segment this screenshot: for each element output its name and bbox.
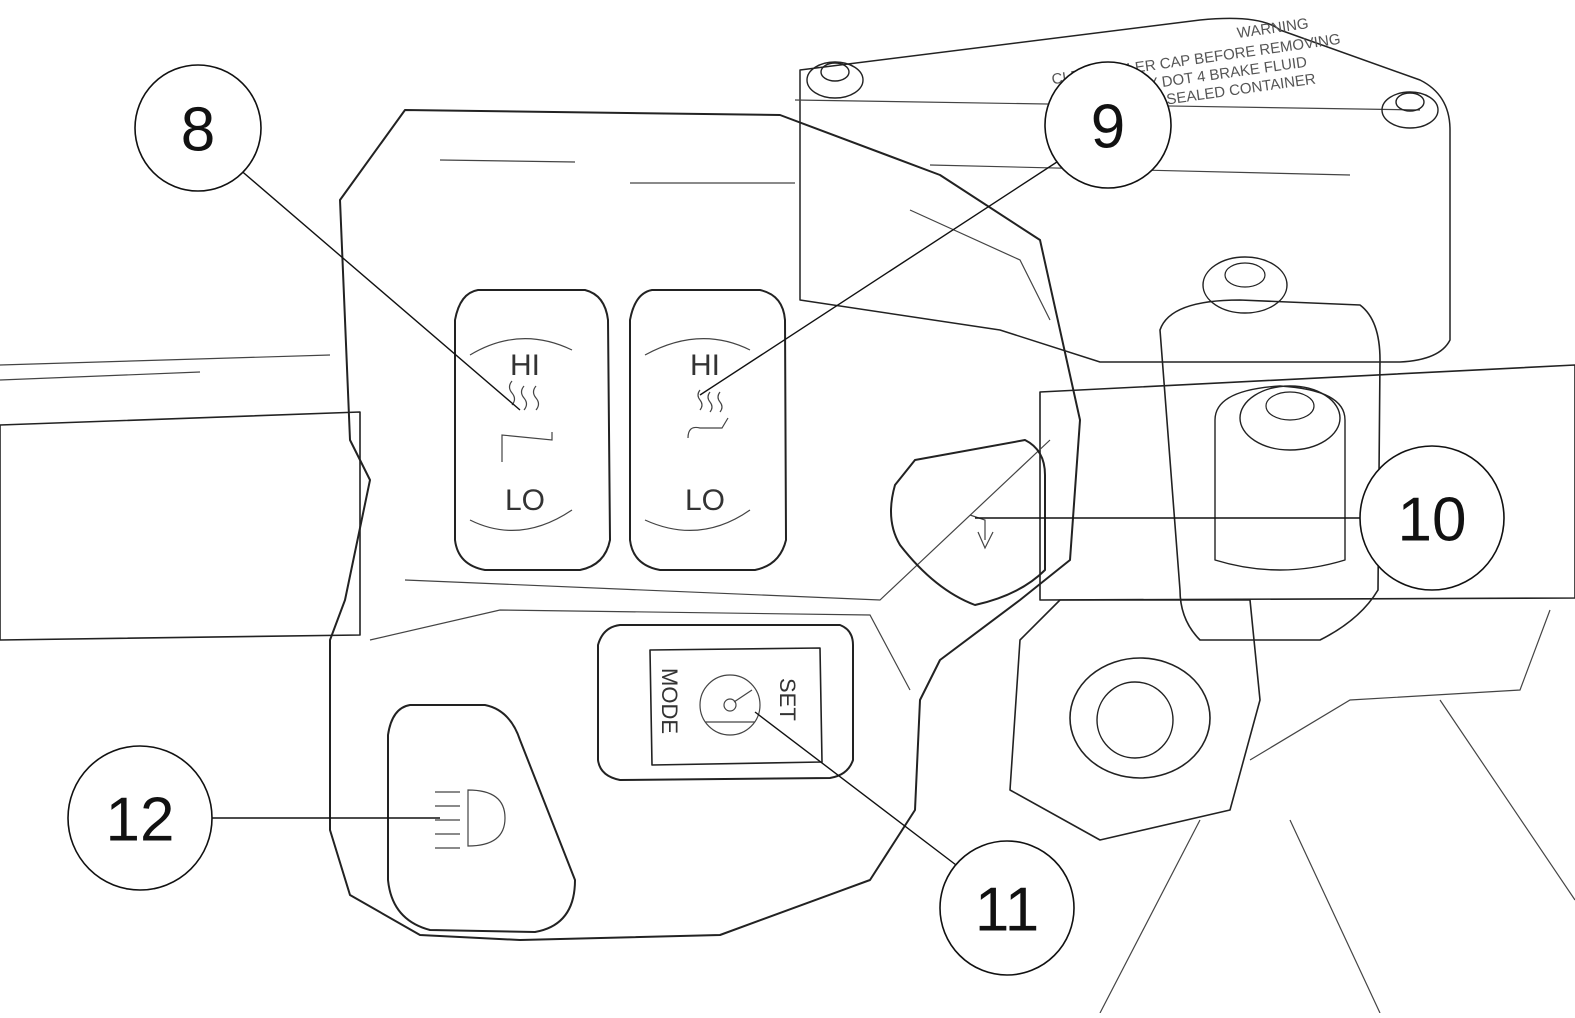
- heated-seat-hi-label: HI: [690, 349, 720, 382]
- mode-label: MODE: [657, 668, 682, 734]
- mode-set-switch[interactable]: MODE SET: [597, 624, 854, 781]
- heated-seat-switch[interactable]: HI LO: [629, 289, 787, 571]
- heated-grip-switch[interactable]: HI LO: [454, 289, 611, 571]
- heated-grip-lo-label: LO: [505, 484, 545, 517]
- callout-leader-lines: [212, 159, 1360, 869]
- turn-signal-button[interactable]: [890, 439, 1046, 606]
- callout-11: 11: [939, 840, 1075, 976]
- speedometer-icon: [699, 674, 761, 736]
- leader-line-8: [237, 167, 521, 411]
- heated-seat-icon: [687, 389, 729, 439]
- heated-grip-hi-label: HI: [510, 349, 540, 382]
- handlebar-clamp: [1009, 256, 1575, 1014]
- callout-12: 12: [67, 745, 213, 891]
- callout-9-label: 9: [1091, 93, 1125, 162]
- callout-10: 10: [1359, 445, 1505, 591]
- leader-line-9: [699, 159, 1061, 396]
- callout-8: 8: [134, 64, 262, 192]
- headlight-high-beam-button[interactable]: [387, 704, 576, 933]
- set-label: SET: [775, 678, 800, 721]
- callout-11-label: 11: [975, 876, 1039, 945]
- switch-housing: [329, 109, 1081, 941]
- high-beam-icon: [435, 789, 506, 849]
- callout-12-label: 12: [106, 786, 175, 855]
- callout-9: 9: [1044, 61, 1172, 189]
- heated-seat-lo-label: LO: [685, 484, 725, 517]
- heated-grip-icon: [501, 380, 553, 462]
- handlebar: [0, 354, 1575, 641]
- leader-line-11: [754, 711, 961, 869]
- callout-10-label: 10: [1398, 486, 1467, 555]
- callout-8-label: 8: [181, 96, 215, 165]
